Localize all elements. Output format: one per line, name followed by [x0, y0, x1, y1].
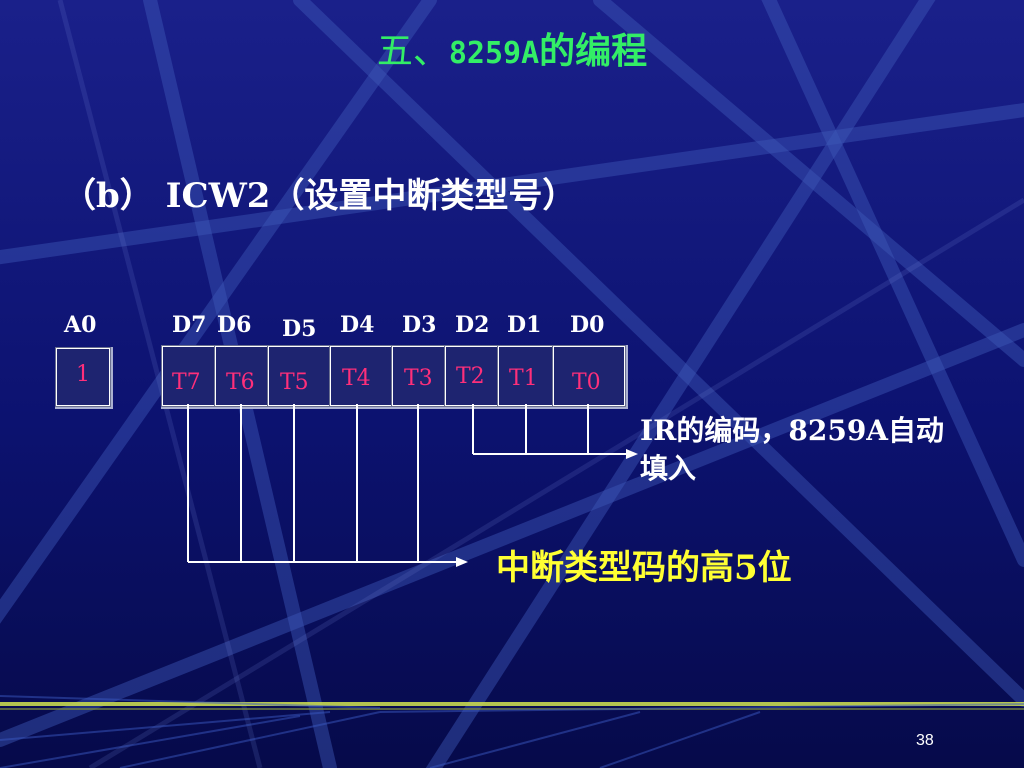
bit-label-d6: D6	[217, 312, 252, 338]
section-heading: （b） ICW2（设置中断类型号）	[62, 176, 577, 216]
cell-text-t2: T2	[456, 364, 485, 389]
title-suffix: 的编程	[539, 30, 648, 72]
high-bits-arrowhead	[456, 557, 468, 567]
bit-label-d7: D7	[172, 312, 207, 338]
title-chip-number: 8259A	[448, 36, 540, 71]
bit-label-d4: D4	[340, 312, 375, 338]
a0-cell	[56, 348, 110, 406]
cell-text-t6: T6	[226, 370, 255, 395]
bit-label-d1: D1	[507, 312, 542, 338]
ir-code-note-line1: IR的编码，8259A自动	[640, 414, 945, 447]
ir-code-note-line2: 填入	[640, 452, 697, 485]
bit-label-d0: D0	[570, 312, 605, 338]
cell-text-t4: T4	[342, 366, 371, 391]
register-cell-t0	[553, 346, 625, 406]
cell-text-t5: T5	[280, 370, 309, 395]
register-cell-t7	[162, 346, 216, 406]
register-cell-t3	[392, 346, 446, 406]
cell-text-t3: T3	[404, 366, 433, 391]
a0-value: 1	[76, 362, 90, 387]
a0-label: A0	[64, 312, 97, 338]
register-cell-t6	[215, 346, 269, 406]
cell-text-t0: T0	[572, 370, 601, 395]
register-cell-t2	[445, 346, 499, 406]
cell-text-t1: T1	[509, 366, 538, 391]
title-prefix: 五、	[376, 31, 449, 72]
bit-label-d5: D5	[282, 316, 317, 342]
register-cell-t4	[330, 346, 393, 406]
cell-text-t7: T7	[172, 370, 201, 395]
bit-label-d2: D2	[455, 312, 490, 338]
bit-label-d3: D3	[402, 312, 437, 338]
slide-title: 五、8259A的编程	[0, 22, 1024, 74]
high-bits-note: 中断类型码的高5位	[496, 548, 792, 588]
ir-code-arrowhead	[626, 449, 638, 459]
page-number: 38	[916, 732, 934, 749]
